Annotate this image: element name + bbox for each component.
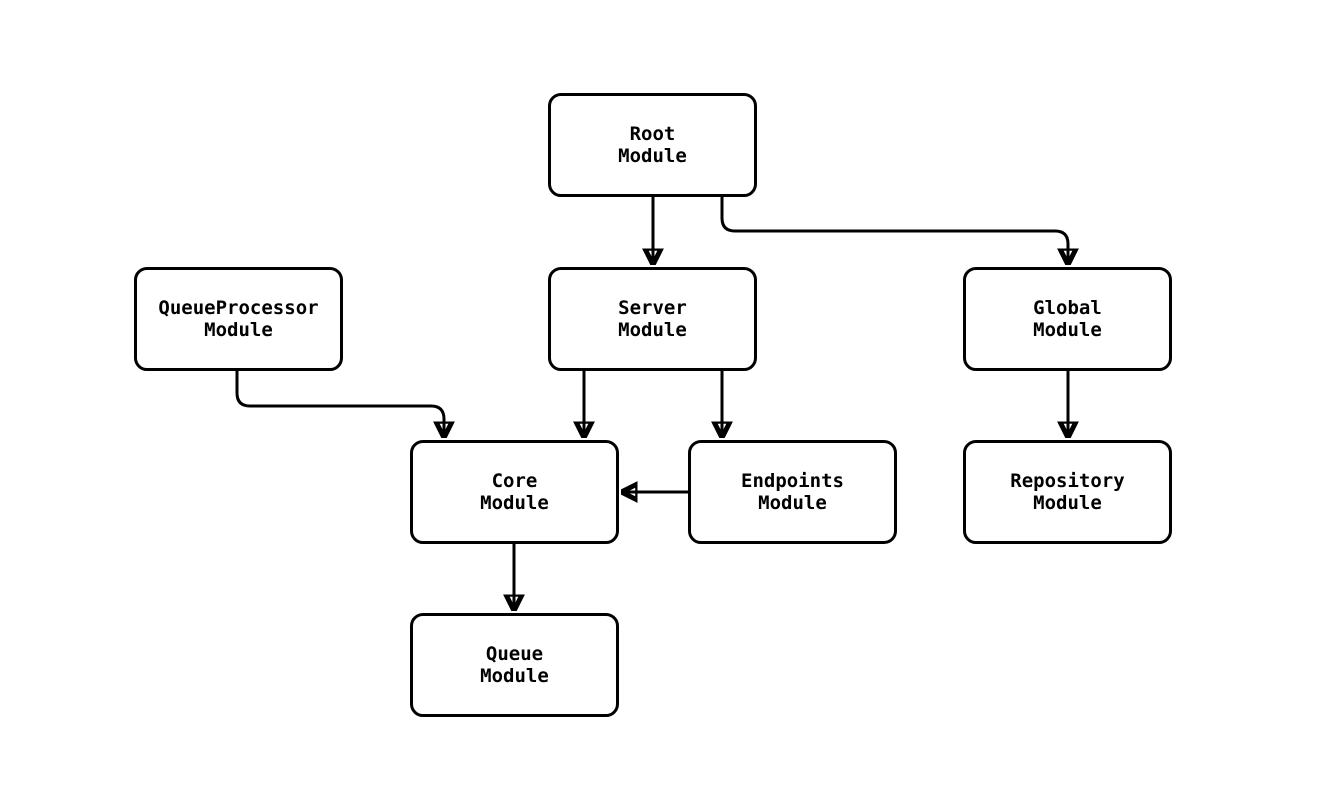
node-label-line: Core: [491, 470, 538, 492]
edge-queueprocessor-to-core: [235, 371, 444, 437]
node-label-line: Global: [1033, 297, 1102, 319]
node-root-module: Root Module: [548, 93, 757, 197]
node-label-line: Endpoints: [741, 470, 844, 492]
node-label-line: Root: [629, 123, 676, 145]
node-label-line: Module: [1033, 492, 1102, 514]
node-server-module: Server Module: [548, 267, 757, 371]
node-label-line: Server: [618, 297, 687, 319]
node-label-line: QueueProcessor: [158, 297, 319, 319]
node-label-line: Queue: [485, 643, 544, 665]
node-label-line: Module: [618, 145, 687, 167]
node-core-module: Core Module: [410, 440, 619, 544]
edge-root-to-global: [720, 197, 1068, 264]
node-global-module: Global Module: [963, 267, 1172, 371]
node-label-line: Module: [480, 665, 549, 687]
node-queueprocessor-module: QueueProcessor Module: [134, 267, 343, 371]
node-label-line: Module: [618, 319, 687, 341]
node-label-line: Module: [204, 319, 273, 341]
node-label-line: Module: [480, 492, 549, 514]
node-repository-module: Repository Module: [963, 440, 1172, 544]
node-label-line: Repository: [1010, 470, 1125, 492]
node-label-line: Module: [1033, 319, 1102, 341]
node-queue-module: Queue Module: [410, 613, 619, 717]
node-endpoints-module: Endpoints Module: [688, 440, 897, 544]
node-label-line: Module: [758, 492, 827, 514]
